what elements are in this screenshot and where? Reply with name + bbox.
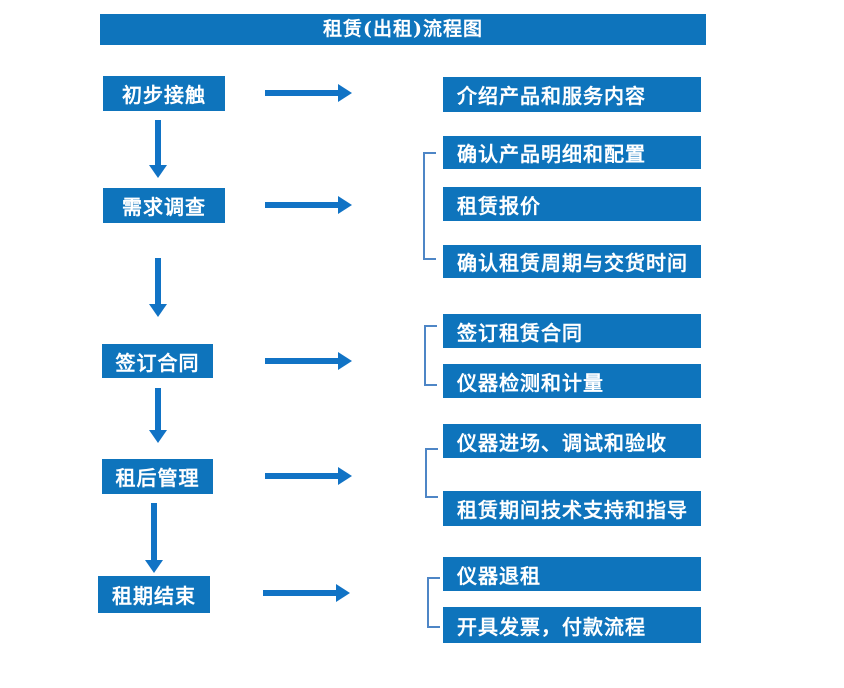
step-box-post-rental-management: 租后管理 <box>102 459 213 494</box>
arrow-down-icon <box>149 120 167 178</box>
detail-box-sign-rental-contract: 签订租赁合同 <box>443 314 701 348</box>
detail-box-confirm-product-details: 确认产品明细和配置 <box>443 136 701 169</box>
detail-box-introduce-products-services: 介绍产品和服务内容 <box>443 77 701 112</box>
step-box-sign-contract: 签订合同 <box>102 344 213 378</box>
group-bracket <box>424 325 437 386</box>
arrow-down-icon <box>149 388 167 443</box>
arrow-down-icon <box>145 503 163 573</box>
arrow-right-icon <box>265 352 352 370</box>
group-bracket <box>423 152 436 260</box>
arrow-right-icon <box>263 584 350 602</box>
group-bracket <box>425 448 438 498</box>
arrow-down-icon <box>149 258 167 317</box>
step-box-demand-survey: 需求调查 <box>103 188 225 223</box>
detail-box-instrument-testing-metering: 仪器检测和计量 <box>443 364 701 398</box>
detail-box-invoice-payment-process: 开具发票，付款流程 <box>443 607 701 643</box>
step-box-rental-period-end: 租期结束 <box>98 576 210 613</box>
step-box-initial-contact: 初步接触 <box>103 76 225 111</box>
arrow-right-icon <box>265 467 352 485</box>
detail-box-instrument-entry-debug-acceptance: 仪器进场、调试和验收 <box>443 424 701 458</box>
detail-box-technical-support-guidance: 租赁期间技术支持和指导 <box>443 491 701 526</box>
flowchart-title: 租赁(出租)流程图 <box>100 14 706 45</box>
detail-box-rental-quotation: 租赁报价 <box>443 187 701 221</box>
arrow-right-icon <box>265 196 352 214</box>
group-bracket <box>427 577 440 628</box>
detail-box-confirm-rental-period-delivery: 确认租赁周期与交货时间 <box>443 245 701 278</box>
detail-box-instrument-return: 仪器退租 <box>443 557 701 591</box>
arrow-right-icon <box>265 84 352 102</box>
